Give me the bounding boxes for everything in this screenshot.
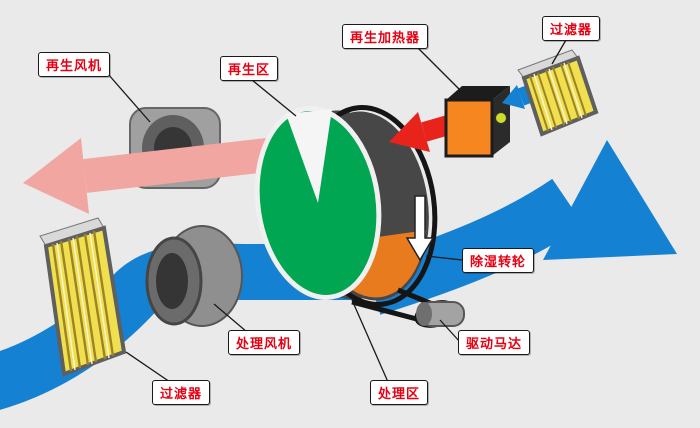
leader-process-zone (351, 299, 389, 383)
leader-regeneration-zone (251, 79, 297, 117)
leader-filter-top (551, 39, 567, 65)
heater-indicator-light (495, 112, 507, 124)
label-regeneration-fan-text: 再生风机 (46, 58, 103, 73)
label-process-zone: 处理区 (370, 380, 429, 405)
leader-regeneration-heater (417, 47, 463, 93)
desiccant-wheel (254, 105, 465, 328)
leader-regeneration-fan (107, 73, 151, 123)
leader-filter-bottom (125, 351, 171, 383)
label-regeneration-zone-text: 再生区 (228, 62, 271, 77)
label-drive-motor: 驱动马达 (458, 330, 531, 355)
label-filter-top: 过滤器 (542, 16, 601, 41)
label-desiccant-wheel-text: 除湿转轮 (470, 254, 527, 269)
process-air-outlet-arrowhead (543, 140, 677, 260)
leader-drive-motor (439, 319, 461, 343)
leader-desiccant-wheel (425, 255, 463, 261)
process-fan (145, 225, 243, 327)
heater-front-face (444, 98, 494, 158)
regeneration-heater (444, 86, 510, 158)
leader-process-fan (213, 303, 248, 333)
leader-lines (107, 39, 567, 383)
label-process-zone-text: 处理区 (378, 386, 421, 401)
wheel-regeneration-sector (286, 109, 332, 203)
filter-bottom (39, 217, 127, 377)
heater-top-face (446, 86, 510, 100)
hot-air-arrowhead (389, 112, 430, 152)
label-filter-bottom: 过滤器 (152, 380, 211, 405)
filter-bottom-pleat-highlights (56, 232, 110, 371)
label-regeneration-heater: 再生加热器 (342, 24, 429, 49)
filtered-air-arrowhead (502, 85, 525, 109)
label-regeneration-zone: 再生区 (220, 56, 279, 81)
drive-motor-end-cap (416, 302, 432, 326)
label-drive-motor-text: 驱动马达 (466, 336, 523, 351)
label-process-fan-text: 处理风机 (236, 336, 293, 351)
label-filter-top-text: 过滤器 (550, 22, 593, 37)
label-regeneration-heater-text: 再生加热器 (350, 30, 421, 45)
label-filter-bottom-text: 过滤器 (160, 386, 203, 401)
filter-bottom-pleats (51, 230, 115, 372)
rotation-direction-arrow-icon (405, 195, 435, 262)
filter-top-pleats (529, 61, 587, 132)
process-fan-hub (156, 253, 188, 309)
filter-top (517, 49, 599, 137)
filter-top-pleat-highlights (533, 62, 583, 131)
label-process-fan: 处理风机 (228, 330, 301, 355)
regeneration-exhaust-arrowhead (23, 138, 89, 214)
label-desiccant-wheel: 除湿转轮 (462, 248, 535, 273)
label-regeneration-fan: 再生风机 (38, 52, 111, 77)
